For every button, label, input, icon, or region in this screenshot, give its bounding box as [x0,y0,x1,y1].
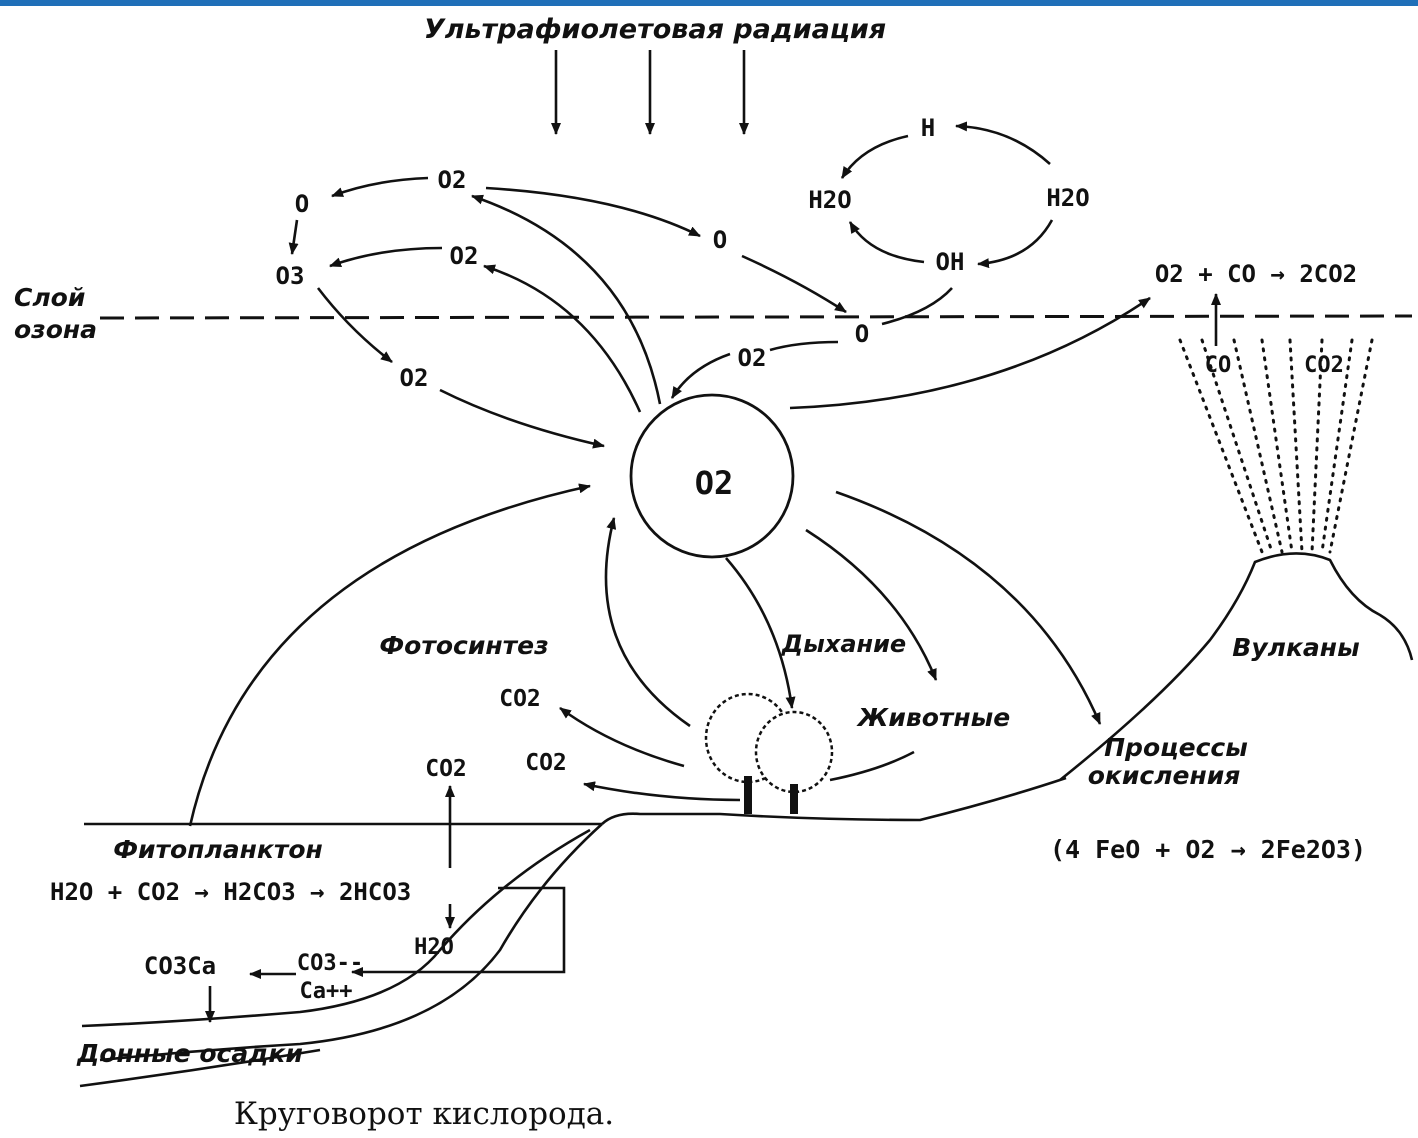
co2-sea-label: CO2 [425,756,467,782]
line-oh-to-o [881,287,953,326]
arrow-o2-to-o3 [329,246,443,268]
volcanoes-label: Вулканы [1232,633,1359,662]
arrow-h2o-to-h [955,121,1051,165]
o2-low-label: O2 [400,364,429,392]
sediments-label: Донные осадки [76,1039,303,1068]
photosynthesis-label: Фотосинтез [379,631,548,660]
o2-return-label: O2 [738,344,767,372]
top-accent-bar [0,0,1418,6]
co3-ion-label: CO3-- [297,951,363,976]
arrow-o-to-ozone [741,254,847,314]
co3ca-label: CO3Ca [144,952,216,980]
ozone-layer-line [99,314,1413,320]
h-label: H [921,114,935,142]
h2o-sea-label: H2O [414,935,454,960]
arrow-center-to-co-reaction [789,296,1151,410]
co2-plant-label-1: CO2 [499,686,541,712]
arrow-ozone-o-to-o2 [769,340,839,352]
oxidation-label-line1: Процессы [1104,733,1248,762]
volcano-gas-plume [1178,338,1374,554]
arrow-o-to-o3 [288,219,299,255]
arrow-o2-top-to-o [485,186,701,238]
ground-line [601,776,1067,825]
sea-carbonate-reaction: H2O + CO2 → H2CO3 → 2HCO3 [50,878,411,906]
arrow-o3-to-o2 [316,287,393,364]
central-oxygen-label: O2 [695,464,734,502]
arrow-o2-to-center [439,388,605,449]
ozone-layer-label-line2: озона [14,315,97,344]
trees-icon [704,692,834,814]
sea-floor-line [81,828,591,1028]
animals-respiration-line [829,750,915,782]
co2-plant-label-2: CO2 [525,750,567,776]
arrow-center-to-o2-top [471,194,662,405]
arrow-plants-to-center-photosynthesis [604,517,691,728]
ozone-layer-label-line1: Слой [14,283,85,312]
arrow-h2o-to-oh [977,219,1054,269]
o3-label: O3 [276,262,305,290]
o2-top-label: O2 [438,166,467,194]
o2-mid-label: O2 [450,242,479,270]
o-left-label: O [295,190,309,218]
arrow-o2-to-o [331,176,429,198]
arrow-h-to-h2o [840,134,909,179]
central-oxygen-circle [629,393,795,559]
respiration-label: Дыхание [781,630,906,658]
h2o-left-label: H2O [808,186,851,214]
bracket-hco3-to-co3 [351,886,566,977]
arrow-plants-to-co2-1 [559,706,685,768]
phytoplankton-label: Фитопланктон [113,835,323,864]
arrow-oh-to-h2o [848,221,925,264]
animals-label: Животные [856,703,1010,732]
co-reaction-label: O2 + CO → 2CO2 [1155,260,1357,288]
oxidation-label-line2: окисления [1088,761,1241,790]
arrow-center-to-o2-mid [483,264,642,413]
arrow-center-to-oxidation [835,490,1102,725]
arrow-center-to-animals [805,528,938,681]
arrow-center-to-plants-respiration [725,557,796,709]
arrow-plants-to-co2-2 [583,781,741,802]
iron-oxidation-reaction: (4 FeO + O2 → 2Fe2O3) [1050,835,1366,864]
arrow-phytoplankton-to-center [188,483,591,827]
volcano-outline [1059,552,1414,782]
h2o-right-label: H2O [1046,184,1089,212]
sediment-bottom-line [79,1048,321,1088]
ca-ion-label: Ca++ [300,979,353,1004]
o-ozone-label: O [855,320,869,348]
uv-radiation-title: Ультрафиолетовая радиация [424,14,886,45]
o-right-label: O [713,226,727,254]
oh-label: OH [936,248,965,276]
shore-slope-line [99,823,603,1062]
arrow-return-to-center [670,352,731,399]
co2-volcano-label: CO2 [1304,353,1344,378]
figure-caption: Круговорот кислорода. [234,1096,614,1132]
